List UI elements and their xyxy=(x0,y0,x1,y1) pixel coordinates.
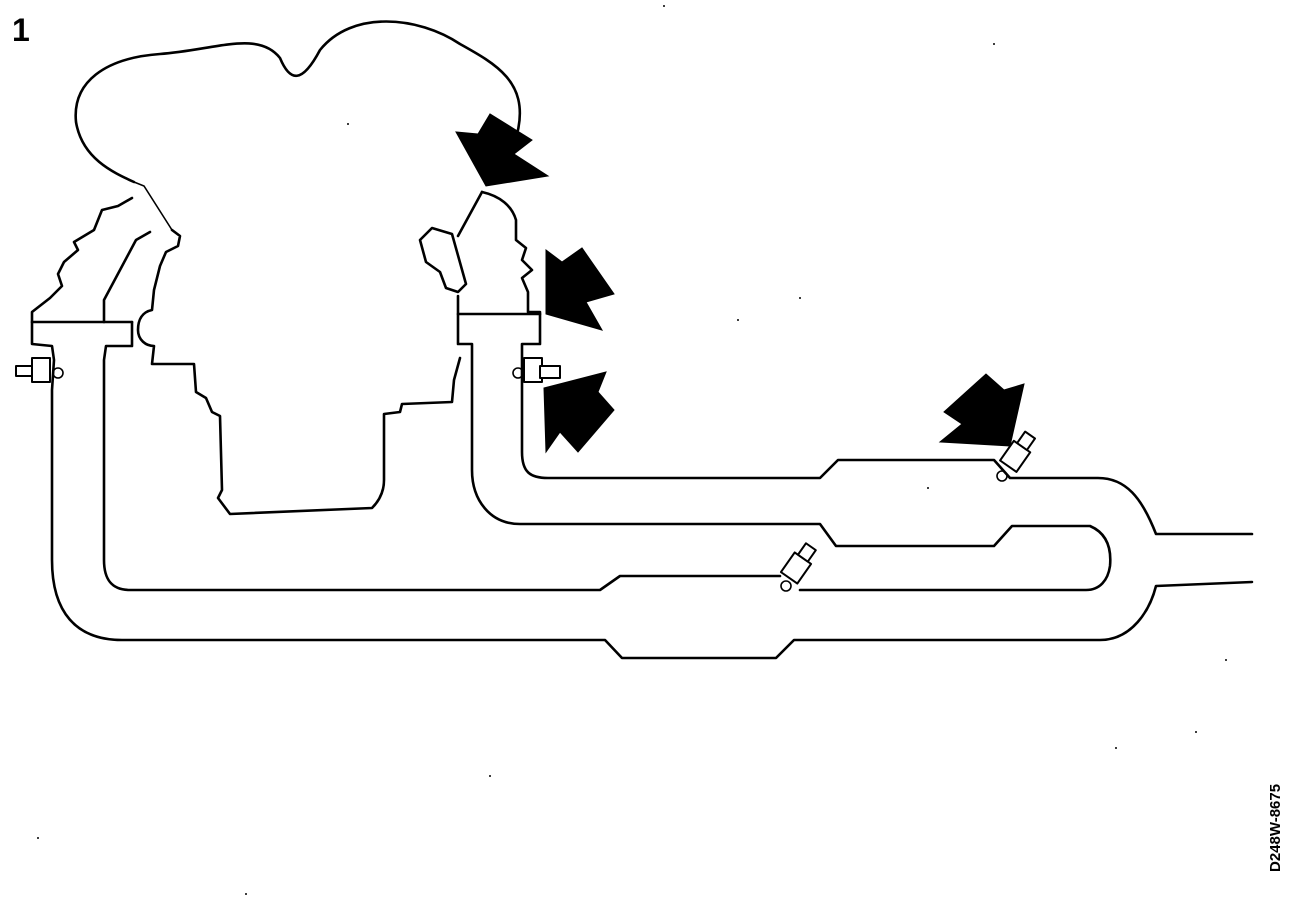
engine-mount-left xyxy=(133,181,173,231)
sensor-pipe-right xyxy=(999,430,1036,473)
speck-marks xyxy=(37,5,1227,895)
arrow-pipe-sensor xyxy=(938,373,1025,447)
sensor-pipe-right-port xyxy=(996,470,1008,482)
left-runner xyxy=(102,230,782,592)
engine-outline xyxy=(74,20,521,184)
right-head-fragment xyxy=(418,226,468,294)
arrow-flange xyxy=(545,247,615,331)
right-flange xyxy=(456,294,1112,592)
sensor-pipe-center-port xyxy=(780,580,792,592)
sensor-left xyxy=(15,357,64,383)
engine-mount-right xyxy=(456,190,484,238)
figure-number: 1 xyxy=(12,12,30,48)
left-manifold-inner xyxy=(136,228,462,516)
left-manifold xyxy=(30,196,1254,660)
sensor-pipe-center xyxy=(779,542,817,585)
right-manifold xyxy=(480,190,1254,536)
sensor-right-manifold xyxy=(512,357,561,383)
arrow-manifold-sensor xyxy=(543,371,615,454)
arrow-engine-mount xyxy=(455,113,550,187)
